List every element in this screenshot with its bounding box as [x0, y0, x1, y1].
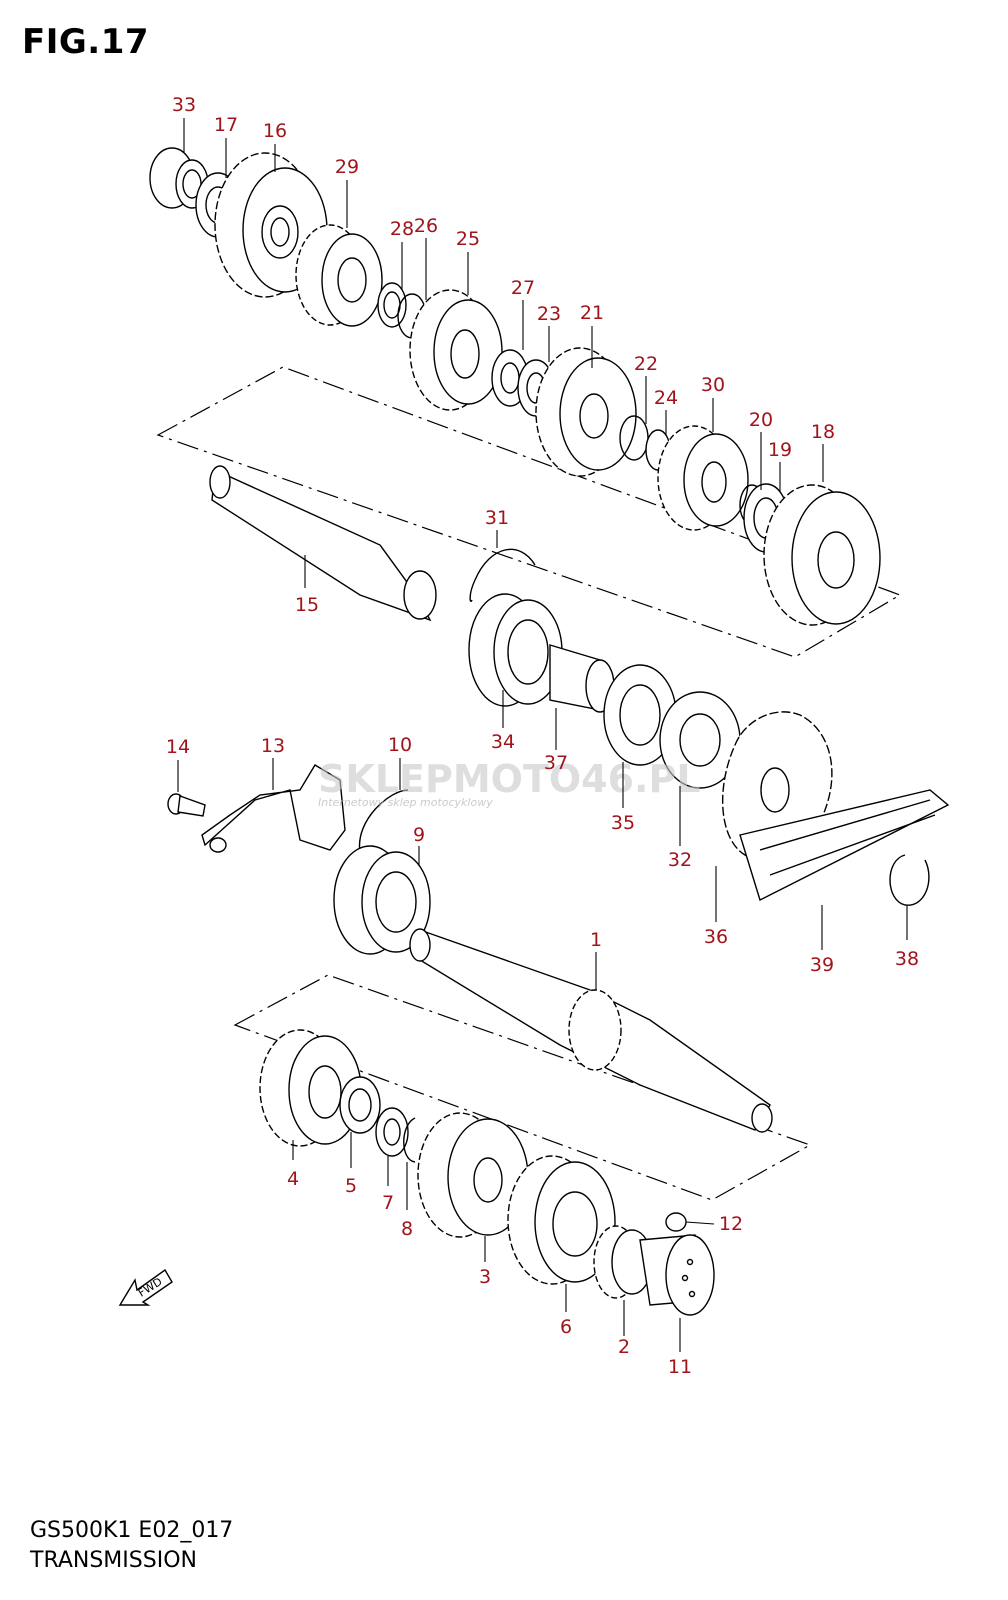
pin-12	[665, 1212, 687, 1232]
label-28: 28	[390, 218, 414, 240]
gear-30	[657, 425, 749, 531]
circlip-31	[469, 548, 536, 602]
label-38: 38	[895, 948, 919, 970]
countershaft-15	[209, 465, 437, 622]
label-11: 11	[668, 1356, 692, 1378]
spacer-37	[549, 644, 615, 713]
label-10: 10	[388, 734, 412, 756]
label-20: 20	[749, 409, 773, 431]
gear-29	[295, 224, 383, 327]
label-19: 19	[768, 439, 792, 461]
label-36: 36	[704, 926, 728, 948]
label-16: 16	[263, 120, 287, 142]
circlip-38	[889, 854, 930, 906]
label-3: 3	[479, 1266, 491, 1288]
label-35: 35	[611, 812, 635, 834]
label-21: 21	[580, 302, 604, 324]
label-12: 12	[719, 1213, 743, 1235]
figure-code: GS500K1 E02_017	[30, 1518, 234, 1543]
bushing-11	[639, 1234, 715, 1316]
driveshaft-1	[409, 928, 773, 1133]
label-17: 17	[214, 114, 238, 136]
label-31: 31	[485, 507, 509, 529]
label-29: 29	[335, 156, 359, 178]
plate-32	[659, 691, 741, 789]
label-25: 25	[456, 228, 480, 250]
washer-28	[377, 282, 407, 328]
label-18: 18	[811, 421, 835, 443]
stopper-13	[201, 764, 346, 853]
leader-lines	[177, 118, 908, 1352]
fwd-arrow-icon: FWD	[118, 1268, 173, 1306]
gear-6	[507, 1155, 616, 1285]
label-9: 9	[413, 824, 425, 846]
label-24: 24	[654, 387, 678, 409]
label-22: 22	[634, 353, 658, 375]
figure-title: FIG.17	[22, 22, 150, 62]
label-30: 30	[701, 374, 725, 396]
bushing-5	[339, 1076, 381, 1134]
label-15: 15	[295, 594, 319, 616]
label-1: 1	[590, 929, 602, 951]
label-2: 2	[618, 1336, 630, 1358]
label-14: 14	[166, 736, 190, 758]
driveshaft-frame	[233, 974, 812, 1201]
label-26: 26	[414, 215, 438, 237]
gear-3	[417, 1112, 529, 1238]
countershaft-frame	[156, 366, 902, 658]
part-labels: 33 17 16 29 28 26 25 27 23 21 22 24 30 2…	[166, 94, 919, 1378]
watermark-brand: SKLEPMOTO46.PL	[318, 757, 701, 801]
figure-caption: TRANSMISSION	[30, 1548, 197, 1573]
label-8: 8	[401, 1218, 413, 1240]
label-6: 6	[560, 1316, 572, 1338]
gear-21	[535, 347, 637, 477]
gear-18	[763, 484, 881, 626]
watermark-tagline: Internetowy sklep motocyklowy	[318, 796, 493, 809]
label-13: 13	[261, 735, 285, 757]
label-34: 34	[491, 731, 515, 753]
bolt-14	[167, 793, 206, 817]
label-37: 37	[544, 752, 568, 774]
label-4: 4	[287, 1168, 299, 1190]
label-27: 27	[511, 277, 535, 299]
label-33: 33	[172, 94, 196, 116]
label-7: 7	[382, 1192, 394, 1214]
bearing-34	[468, 593, 563, 707]
circlip-8	[403, 1117, 416, 1163]
label-32: 32	[668, 849, 692, 871]
label-5: 5	[345, 1175, 357, 1197]
circlip-10	[358, 789, 409, 853]
drive-chain-39	[739, 789, 950, 901]
gear-25	[409, 289, 503, 411]
label-39: 39	[810, 954, 834, 976]
washer-7	[375, 1107, 409, 1157]
label-23: 23	[537, 303, 561, 325]
bearing-9	[333, 845, 431, 955]
